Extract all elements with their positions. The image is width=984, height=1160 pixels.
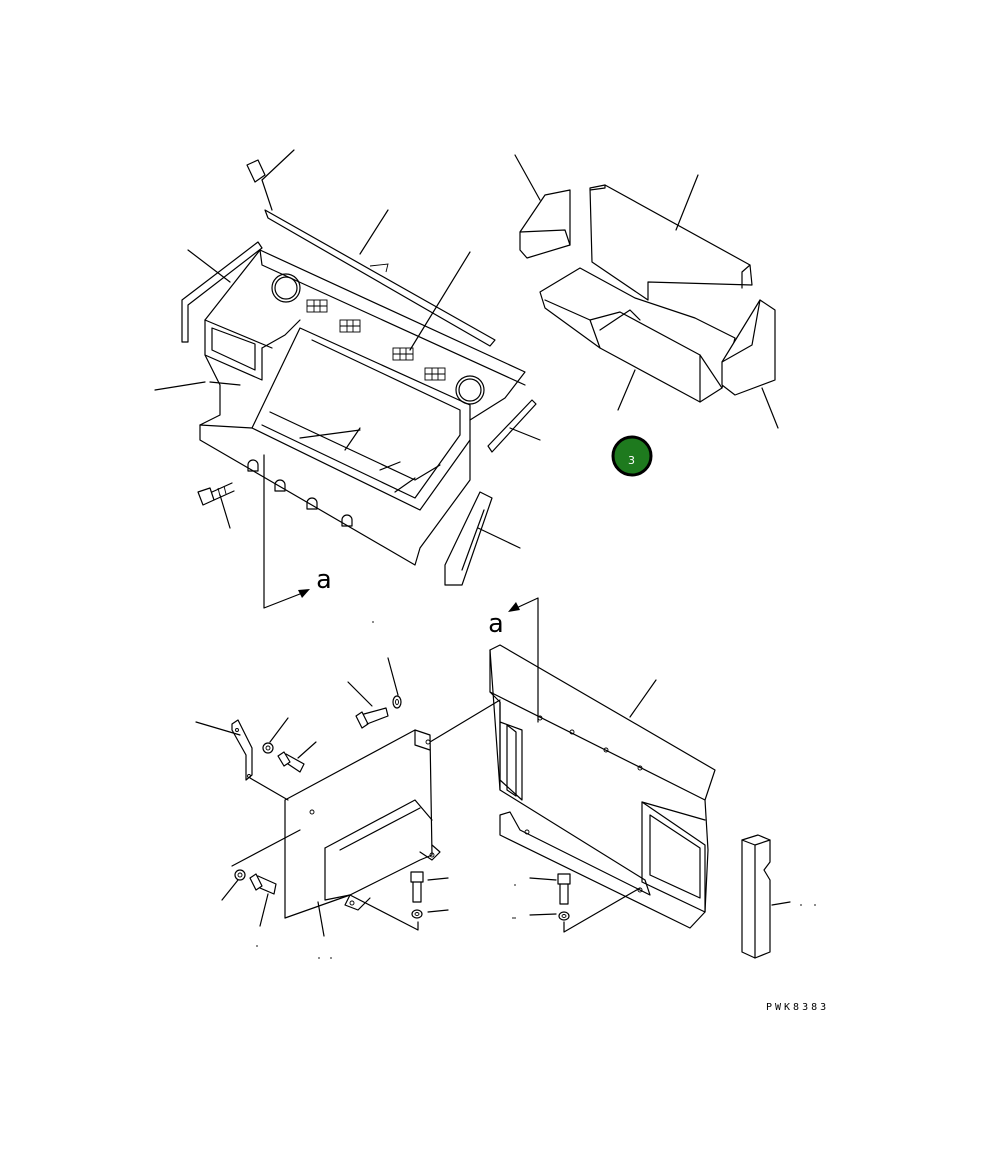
callout-marker[interactable]: 3 <box>611 435 653 477</box>
view-arrow-label-top: a <box>316 565 332 595</box>
bolt-icon <box>557 873 571 905</box>
bolt-icon <box>197 482 235 506</box>
callout-marker-number: 3 <box>628 454 635 467</box>
bolt-icon <box>355 707 389 729</box>
washer-icon <box>411 909 423 919</box>
dashboard-console-assembly <box>154 149 541 609</box>
view-arrow-label-bottom: a <box>488 609 504 639</box>
cushion-set <box>514 154 779 429</box>
bolt-icon <box>410 871 424 903</box>
bolt-icon <box>277 751 305 773</box>
washer-icon <box>234 869 246 881</box>
lower-panel-assembly <box>195 597 816 959</box>
washer-icon <box>262 742 274 754</box>
callout-marker-circle <box>611 435 653 477</box>
washer-icon <box>558 911 570 921</box>
washer-icon <box>392 695 402 709</box>
bolt-icon <box>249 873 277 895</box>
drawing-code: PWK8383 <box>766 1002 829 1013</box>
